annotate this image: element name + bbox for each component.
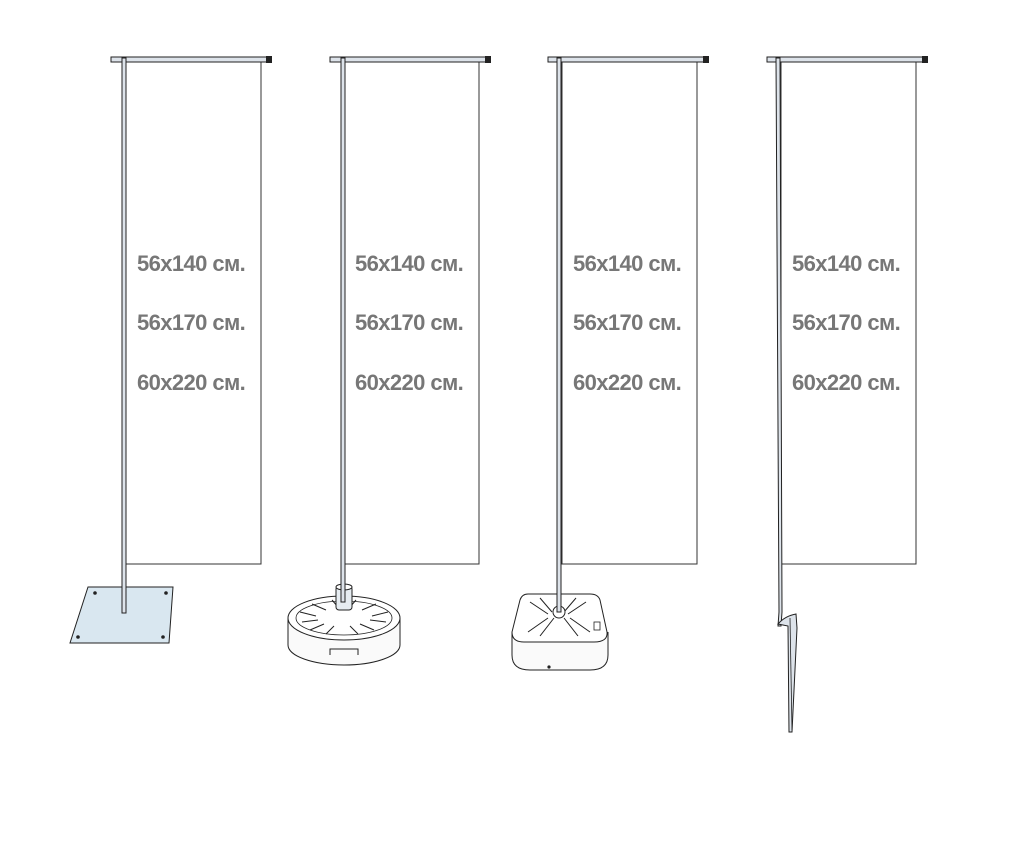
crossbar-end-cap <box>703 56 709 63</box>
square-water-base <box>511 593 609 671</box>
plate-screw <box>93 591 97 595</box>
top-crossbar <box>110 56 272 63</box>
size-label-1: 56x140 см. <box>792 251 900 276</box>
size-label-2: 56x170 см. <box>355 310 463 335</box>
top-crossbar <box>547 56 709 63</box>
top-crossbar <box>329 56 491 63</box>
banner-cloth <box>343 61 480 565</box>
crossbar-end-cap <box>485 56 491 63</box>
top-crossbar <box>766 56 928 63</box>
base-screw <box>547 665 551 669</box>
round-water-base <box>287 583 401 666</box>
square-base-plate <box>69 586 174 644</box>
pole <box>556 57 562 613</box>
base-vents <box>527 597 591 637</box>
plate-screw <box>76 635 80 639</box>
ground-spike <box>777 613 798 733</box>
crossbar-end-cap <box>922 56 928 63</box>
base-tab <box>593 621 601 631</box>
banner-stand-1: 56x140 см. 56x170 см. 60x220 см. <box>69 56 272 644</box>
banner-stand-2: 56x140 см. 56x170 см. 60x220 см. <box>287 56 491 666</box>
banner-cloth <box>124 61 262 565</box>
pole <box>121 57 127 614</box>
pole <box>340 57 346 603</box>
crossbar-end-cap <box>266 56 272 63</box>
plate-screw <box>164 591 168 595</box>
banner-cloth <box>561 61 698 565</box>
size-label-3: 60x220 см. <box>355 370 463 395</box>
size-label-2: 56x170 см. <box>137 310 245 335</box>
size-label-1: 56x140 см. <box>137 251 245 276</box>
size-label-2: 56x170 см. <box>573 310 681 335</box>
base-vents <box>299 599 389 635</box>
banner-stand-4: 56x140 см. 56x170 см. 60x220 см. <box>766 56 928 733</box>
banner-stand-3: 56x140 см. 56x170 см. 60x220 см. <box>511 56 709 671</box>
size-label-1: 56x140 см. <box>573 251 681 276</box>
size-label-3: 60x220 см. <box>573 370 681 395</box>
size-label-3: 60x220 см. <box>792 370 900 395</box>
base-notch <box>329 648 359 655</box>
spike-edge <box>789 617 793 731</box>
size-label-3: 60x220 см. <box>137 370 245 395</box>
pole <box>775 57 783 627</box>
size-label-2: 56x170 см. <box>792 310 900 335</box>
size-label-1: 56x140 см. <box>355 251 463 276</box>
plate-screw <box>161 635 165 639</box>
